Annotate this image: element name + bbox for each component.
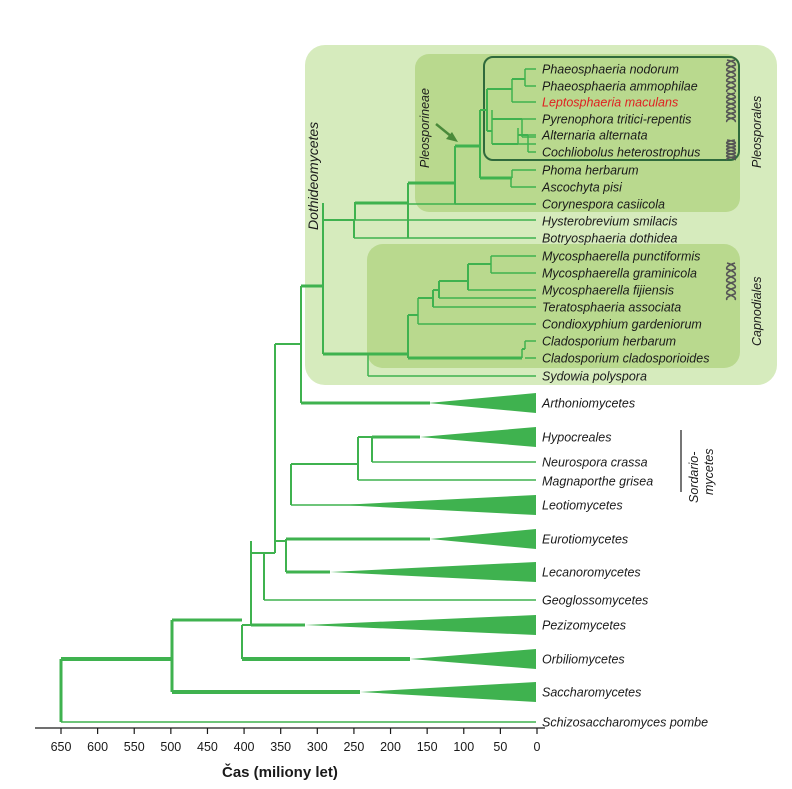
dna-helix-icon bbox=[725, 262, 737, 301]
taxon-label-neurospora: Neurospora crassa bbox=[542, 456, 648, 470]
axis-tick-label: 100 bbox=[453, 740, 474, 754]
dothideomycetes-label: Dothideomycetes bbox=[305, 122, 321, 230]
axis-tick-label: 550 bbox=[124, 740, 145, 754]
taxon-label-terato: Teratosphaeria associata bbox=[542, 301, 681, 315]
taxon-label-myco_gram: Mycosphaerella graminicola bbox=[542, 267, 697, 281]
dna-helix-icon bbox=[725, 139, 737, 161]
axis-tick-label: 0 bbox=[534, 740, 541, 754]
axis-tick-label: 400 bbox=[234, 740, 255, 754]
taxon-label-arthonio: Arthoniomycetes bbox=[541, 397, 635, 411]
taxon-label-leotio: Leotiomycetes bbox=[542, 499, 623, 513]
taxon-label-cochlio: Cochliobolus heterostrophus bbox=[542, 146, 700, 160]
taxon-label-clado_clad: Cladosporium cladosporioides bbox=[542, 352, 709, 366]
collapsed-clade-hypocreales bbox=[420, 427, 536, 447]
taxon-label-ascochyta: Ascochyta pisi bbox=[541, 181, 623, 195]
taxon-label-myco_punct: Mycosphaerella punctiformis bbox=[542, 250, 700, 264]
sordariomycetes-label-1: Sordario- bbox=[687, 452, 701, 503]
taxon-label-myco_fij: Mycosphaerella fijiensis bbox=[542, 284, 674, 298]
capnodiales-label: Capnodiales bbox=[750, 277, 764, 347]
collapsed-clade-pezizo bbox=[305, 615, 536, 635]
taxon-label-pyreno: Pyrenophora tritici-repentis bbox=[542, 113, 691, 127]
taxon-label-clado_herb: Cladosporium herbarum bbox=[542, 335, 676, 349]
taxon-label-lecanoro: Lecanoromycetes bbox=[542, 566, 641, 580]
dna-helix-icon bbox=[725, 59, 737, 93]
taxon-label-pezizo: Pezizomycetes bbox=[542, 619, 626, 633]
pleosporales-label: Pleosporales bbox=[750, 96, 764, 168]
taxon-label-schizo: Schizosaccharomyces pombe bbox=[542, 716, 708, 730]
collapsed-clade-orbilio bbox=[410, 649, 536, 669]
taxon-label-phoma: Phoma herbarum bbox=[542, 164, 639, 178]
sordariomycetes-label-2: mycetes bbox=[702, 448, 716, 495]
pleosporales-arrow-icon bbox=[435, 123, 458, 142]
taxon-label-condio: Condioxyphium gardeniorum bbox=[542, 318, 702, 332]
taxon-label-sydowia: Sydowia polyspora bbox=[542, 370, 647, 384]
collapsed-clades bbox=[305, 393, 536, 702]
axis-tick-label: 300 bbox=[307, 740, 328, 754]
axis-tick-label: 500 bbox=[160, 740, 181, 754]
taxon-label-phaeo_nod: Phaeosphaeria nodorum bbox=[542, 63, 679, 77]
pleosporineae-label: Pleosporineae bbox=[418, 88, 432, 168]
taxon-label-hypocreales: Hypocreales bbox=[542, 431, 611, 445]
pleosporineae-box bbox=[415, 54, 740, 212]
axis-tick-label: 50 bbox=[493, 740, 507, 754]
collapsed-clade-lecanoro bbox=[330, 562, 536, 582]
taxon-label-euroti: Eurotiomycetes bbox=[542, 533, 628, 547]
capnodiales-box bbox=[367, 244, 740, 368]
collapsed-clade-saccharo bbox=[360, 682, 536, 702]
taxon-label-coryne: Corynespora casiicola bbox=[542, 198, 665, 212]
collapsed-clade-euroti bbox=[430, 529, 536, 549]
axis-tick-label: 350 bbox=[270, 740, 291, 754]
collapsed-clade-leotio bbox=[340, 495, 536, 515]
taxon-label-altern: Alternaria alternata bbox=[541, 129, 648, 143]
taxon-label-saccharo: Saccharomycetes bbox=[542, 686, 641, 700]
taxon-label-geoglosso: Geoglossomycetes bbox=[542, 594, 648, 608]
axis-tick-label: 600 bbox=[87, 740, 108, 754]
axis-tick-label: 150 bbox=[417, 740, 438, 754]
axis-tick-label: 250 bbox=[343, 740, 364, 754]
taxon-label-orbilio: Orbiliomycetes bbox=[542, 653, 625, 667]
axis-tick-label: 450 bbox=[197, 740, 218, 754]
tree-branches bbox=[59, 68, 536, 723]
axis-tick-label: 200 bbox=[380, 740, 401, 754]
taxon-label-hystero: Hysterobrevium smilacis bbox=[542, 215, 677, 229]
axis-tick-label: 650 bbox=[51, 740, 72, 754]
taxon-label-botryo: Botryosphaeria dothidea bbox=[542, 232, 678, 246]
pleosporales-frame bbox=[483, 56, 740, 161]
taxon-label-lepto: Leptosphaeria maculans bbox=[542, 96, 678, 110]
genome-markers bbox=[725, 59, 737, 301]
dna-helix-icon bbox=[725, 92, 737, 123]
collapsed-clade-arthonio bbox=[428, 393, 536, 413]
taxon-label-phaeo_amm: Phaeosphaeria ammophilae bbox=[542, 80, 698, 94]
axis-title: Čas (miliony let) bbox=[222, 763, 338, 781]
taxon-label-magnaporthe: Magnaporthe grisea bbox=[542, 475, 653, 489]
